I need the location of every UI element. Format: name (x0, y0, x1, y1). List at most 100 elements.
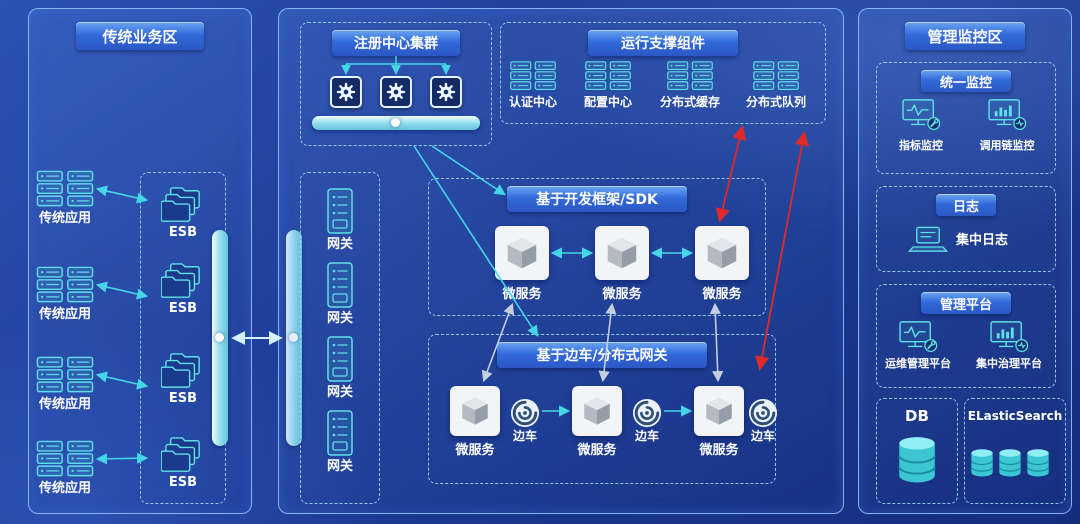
sdk-framework-title: 基于开发框架/SDK (507, 186, 687, 212)
elasticsearch-title: ELasticSearch (967, 409, 1063, 423)
runtime-support-box (500, 22, 826, 124)
microservice-node (595, 226, 649, 280)
microservice-label: 微服务 (602, 287, 642, 302)
esb-folder-icon (161, 436, 205, 474)
microservice-label: 微服务 (702, 287, 742, 302)
gateway-label: 网关 (326, 237, 353, 252)
management-platform-title: 管理平台 (921, 292, 1011, 314)
microservice-label: 微服务 (577, 443, 617, 458)
gateway-rack-icon (327, 188, 353, 234)
central-logs-label: 集中日志 (955, 233, 1008, 248)
server-stack-icon (667, 60, 713, 92)
database-icon (897, 434, 937, 486)
microservice-node (572, 386, 622, 436)
zone-traditional-title: 传统业务区 (76, 22, 204, 50)
traditional-app-label: 传统应用 (38, 481, 91, 496)
microservice-cube-icon (503, 234, 541, 272)
esb-folder-icon (161, 186, 205, 224)
microservice-label: 微服务 (455, 443, 495, 458)
traditional-app-label: 传统应用 (38, 397, 91, 412)
server-stack-icon (585, 60, 631, 92)
esb-label: ESB (168, 301, 198, 316)
sidecar-label: 边车 (750, 429, 775, 443)
runtime-item-label: 分布式队列 (745, 95, 806, 109)
gateway-group-box (300, 172, 380, 504)
esb-folder-icon (161, 262, 205, 300)
laptop-icon (908, 226, 948, 254)
sidecar-icon (748, 398, 778, 428)
logs-box (876, 186, 1056, 272)
registry-cluster-box (300, 22, 492, 146)
sidecar-label: 边车 (512, 429, 537, 443)
server-stack-icon (36, 170, 94, 208)
elasticsearch-box (964, 398, 1066, 504)
esb-label: ESB (168, 225, 198, 240)
microservice-node (495, 226, 549, 280)
microservice-cube-icon (580, 394, 614, 428)
microservice-node (450, 386, 500, 436)
server-stack-icon (753, 60, 799, 92)
management-platform-box (876, 284, 1056, 388)
microservice-label: 微服务 (502, 287, 542, 302)
registry-node (430, 76, 462, 108)
zone-microservice-platform (278, 8, 844, 514)
gateway-label: 网关 (326, 311, 353, 326)
database-icon (970, 442, 994, 484)
database-icon (1026, 442, 1050, 484)
server-stack-icon (36, 440, 94, 478)
gear-icon (336, 82, 356, 102)
sidecar-icon (510, 398, 540, 428)
bus-node-dot (391, 118, 400, 127)
gateway-rack-icon (327, 336, 353, 382)
runtime-item-label: 配置中心 (583, 95, 632, 109)
db-title: DB (905, 407, 929, 425)
gateway-label: 网关 (326, 385, 353, 400)
gear-icon (436, 82, 456, 102)
gateway-rack-icon (327, 410, 353, 456)
tracing-monitor-icon (987, 98, 1027, 132)
metrics-monitor-label: 指标监控 (899, 139, 943, 152)
microservice-cube-icon (702, 394, 736, 428)
runtime-support-title: 运行支撑组件 (588, 30, 738, 56)
gateway-rack-icon (327, 262, 353, 308)
traditional-app-label: 传统应用 (38, 307, 91, 322)
registry-node (330, 76, 362, 108)
sidecar-icon (632, 398, 662, 428)
database-icon (998, 442, 1022, 484)
esb-folder-icon (161, 352, 205, 390)
unified-monitoring-box (876, 62, 1056, 174)
esb-label: ESB (168, 475, 198, 490)
tracing-monitor-label: 调用链监控 (979, 139, 1035, 152)
microservice-label: 微服务 (699, 443, 739, 458)
microservice-node (695, 226, 749, 280)
runtime-item-label: 分布式缓存 (659, 95, 720, 109)
ops-platform-label: 运维管理平台 (885, 357, 951, 370)
traditional-app-label: 传统应用 (38, 211, 91, 226)
zone-management-monitoring (858, 8, 1072, 514)
server-stack-icon (36, 356, 94, 394)
gear-icon (386, 82, 406, 102)
zone-management-title: 管理监控区 (905, 22, 1025, 50)
governance-platform-icon (989, 320, 1029, 354)
esb-label: ESB (168, 391, 198, 406)
microservice-cube-icon (603, 234, 641, 272)
runtime-item-label: 认证中心 (508, 95, 557, 109)
governance-platform-label: 集中治理平台 (976, 357, 1042, 370)
ops-platform-icon (898, 320, 938, 354)
server-stack-icon (36, 266, 94, 304)
metrics-monitor-icon (901, 98, 941, 132)
gateway-label: 网关 (326, 459, 353, 474)
microservice-cube-icon (458, 394, 492, 428)
sidecar-label: 边车 (634, 429, 659, 443)
bus-node-dot (289, 333, 298, 342)
microservice-cube-icon (703, 234, 741, 272)
registry-node (380, 76, 412, 108)
bus-node-dot (215, 333, 224, 342)
sidecar-gateway-title: 基于边车/分布式网关 (497, 342, 707, 368)
microservice-node (694, 386, 744, 436)
unified-monitoring-title: 统一监控 (921, 70, 1011, 92)
registry-cluster-title: 注册中心集群 (332, 30, 460, 56)
logs-title: 日志 (936, 194, 996, 216)
server-stack-icon (510, 60, 556, 92)
